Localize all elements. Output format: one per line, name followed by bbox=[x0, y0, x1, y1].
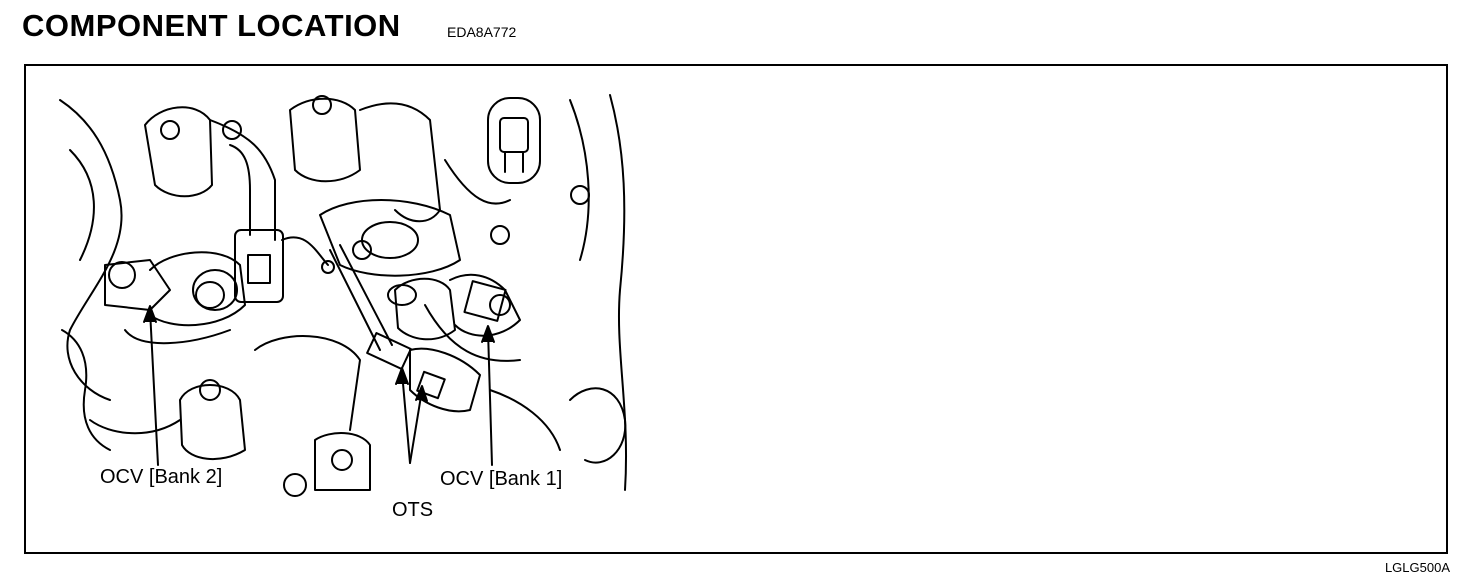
label-ots: OTS bbox=[392, 499, 434, 521]
figure-frame bbox=[24, 64, 1448, 554]
page-title: COMPONENT LOCATION bbox=[22, 8, 401, 43]
label-ocv-bank1: OCV [Bank 1] bbox=[440, 468, 563, 490]
document-code: EDA8A772 bbox=[447, 24, 517, 40]
figure-id: LGLG500A bbox=[1384, 560, 1450, 575]
engine-illustration bbox=[59, 94, 628, 497]
label-ocv-bank2: OCV [Bank 2] bbox=[100, 466, 223, 488]
